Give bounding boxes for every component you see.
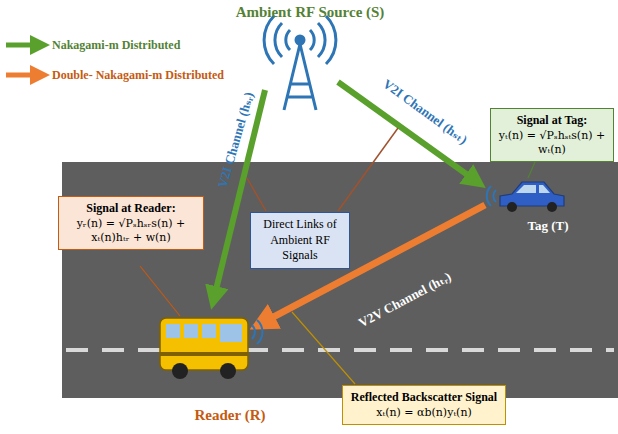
box-text: yᵣ(n) = √Pₛhₛᵣs(n) + xₜ(n)hₜᵣ + w(n) [65, 217, 197, 246]
leader-line [140, 266, 180, 316]
legend-arrow [6, 43, 40, 48]
tag-label: Tag (T) [527, 218, 568, 234]
box-heading: Signal at Reader: [65, 201, 197, 217]
tag-signal-box: Signal at Tag:yₜ(n) = √Pₛhₛₜs(n) + wₜ(n) [490, 108, 614, 162]
channel-label: V2I Channel (hₛₜ) [380, 76, 471, 148]
backscatter-box: Reflected Backscatter Signalxₜ(n) = αb(n… [342, 385, 506, 425]
leader-line [292, 312, 355, 384]
source-title: Ambient RF Source (S) [236, 4, 385, 21]
leader-line [247, 178, 266, 211]
tower-icon [264, 16, 336, 110]
box-text: yₜ(n) = √Pₛhₛₜs(n) + wₜ(n) [497, 129, 607, 158]
leader-line [528, 162, 535, 178]
lane-marking [66, 348, 614, 352]
bus-icon [160, 318, 262, 379]
box-text: Direct Links of Ambient RF Signals [257, 217, 343, 264]
legend-text: Double- Nakagami-m Distributed [52, 68, 224, 83]
leader-line [338, 128, 398, 211]
legend-text: Nakagami-m Distributed [52, 38, 180, 53]
direct-links-box: Direct Links of Ambient RF Signals [250, 212, 350, 269]
box-heading: Signal at Tag: [497, 113, 607, 129]
reader-signal-box: Signal at Reader:yᵣ(n) = √Pₛhₛᵣs(n) + xₜ… [58, 196, 204, 250]
legend-arrow [6, 73, 40, 78]
box-heading: Reflected Backscatter Signal [349, 390, 499, 406]
reader-label: Reader (R) [195, 407, 266, 424]
box-text: xₜ(n) = αb(n)yₜ(n) [349, 406, 499, 420]
car-icon [487, 182, 564, 212]
